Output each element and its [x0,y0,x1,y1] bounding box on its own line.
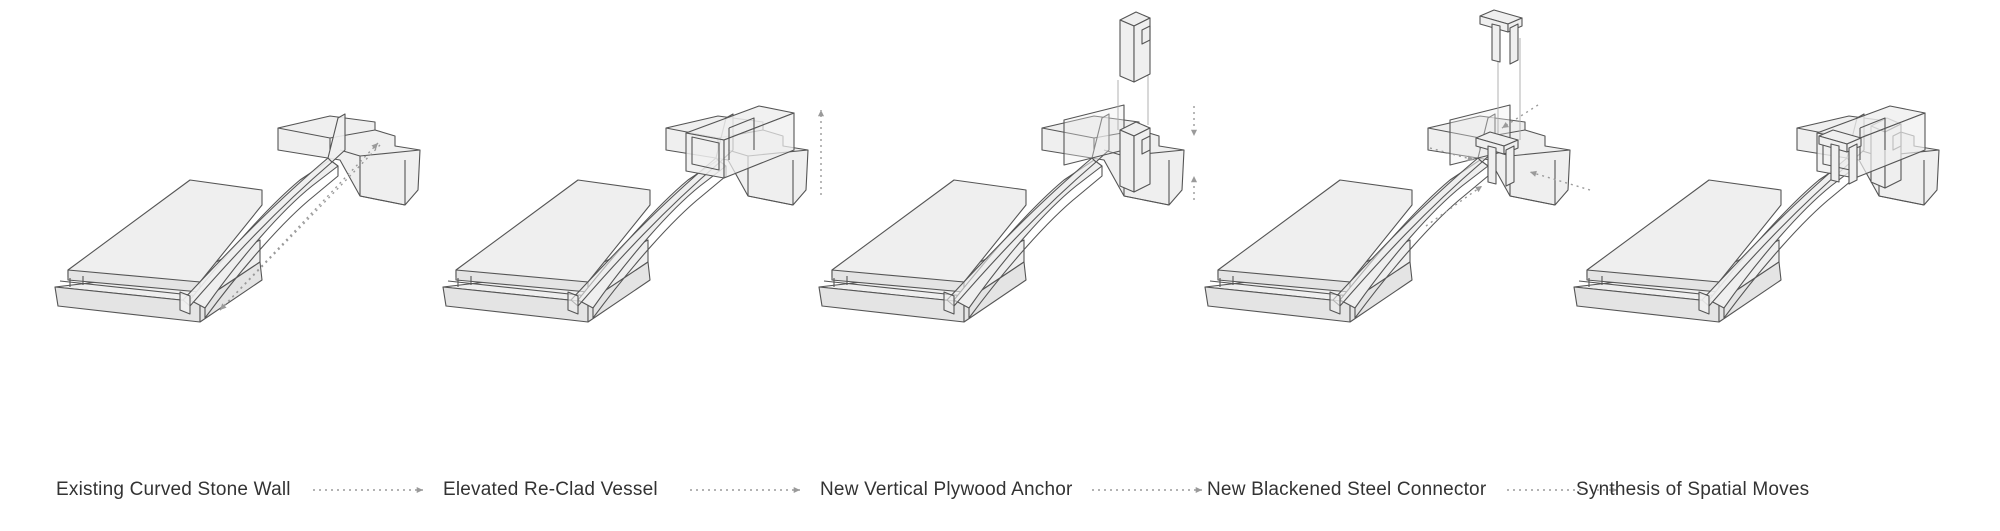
caption-plywood-anchor: New Vertical Plywood Anchor [820,479,1073,500]
drop-arrow-up-head [1190,176,1198,183]
steel-leg-2 [1505,145,1515,187]
plywood-front [1119,19,1135,83]
drop-arrow-down-head [1190,129,1198,136]
converge-arrow-top-line [1501,104,1539,129]
converge-arrow-right-head [1530,170,1537,177]
lower-volume-side [1349,261,1413,323]
plywood-side [1133,17,1151,83]
ledge-ticks [457,276,472,287]
caption-vessel: Elevated Re-Clad Vessel [443,479,658,500]
rear-volume-edges-3 [1509,160,1556,206]
plywood-notch [1141,25,1151,45]
converge-arrow-left-line [1429,147,1475,161]
vessel-interior [728,117,755,160]
lower-volume-side [1718,261,1782,323]
wall-extent-arrow-line [219,144,381,311]
caption-existing-wall: Existing Curved Stone Wall [56,479,291,500]
converge-arrow-right-line [1529,171,1591,191]
stone-wall-tower [1091,113,1110,163]
wall-extent-arrow-rev-head [371,143,378,150]
lower-volume-side [587,261,651,323]
sequence-arrow-3-head [1195,486,1202,494]
converge-arrow-left-head [1467,155,1474,162]
steel-leg-2 [1848,143,1858,185]
wall-extent-arrow-rev-line [219,142,379,311]
rear-volume-edges-3 [1123,160,1170,206]
steel-leg-1 [1491,23,1501,63]
plywood-placed [1119,121,1151,193]
rear-volume-edges-3 [747,160,794,206]
converge-arrow-bottom-head [1475,186,1482,193]
steel-leg-2 [1509,23,1519,65]
panel-steel-connector [1204,9,1591,323]
corridor-edge [204,166,339,319]
steel-leg-1 [1830,143,1840,183]
ledge-ticks [1219,276,1234,287]
ledge-ticks [833,276,848,287]
steel-floating [1479,9,1523,65]
stone-wall-tower [327,113,346,163]
vessel-opening [691,136,720,171]
vessel-side [723,112,795,179]
panel-plywood-anchor [818,11,1198,323]
plywood-floating [1119,11,1151,83]
wall-extent-arrow-head [220,303,227,310]
panel-existing-wall [54,113,421,323]
corridor-edge [1354,166,1489,319]
rear-volume-edges-3 [359,160,406,206]
corridor-edge [1723,166,1858,319]
lower-volume-side [199,261,263,323]
caption-steel-connector: New Blackened Steel Connector [1207,479,1487,500]
corridor-edge [592,166,727,319]
caption-synthesis: Synthesis of Spatial Moves [1576,479,1810,500]
sequence-arrow-4-head [1610,486,1617,494]
ledge-ticks [69,276,84,287]
stone-wall-end [179,291,191,315]
steel-final [1818,129,1862,185]
lower-volume-side [963,261,1027,323]
sequence-arrow-1-head [416,486,423,494]
sequence-arrow-2-head [793,486,800,494]
stone-wall-end [1329,291,1341,315]
lift-arrow-head [817,110,825,117]
panel-synthesis [1573,105,1940,323]
plywood-front [1119,129,1135,193]
plywood-side [1133,127,1151,193]
rear-volume-edges-3 [1878,160,1925,206]
ledge-ticks [1588,276,1603,287]
stone-wall-end [1698,291,1710,315]
corridor-edge [968,166,1103,319]
stone-wall-end [943,291,955,315]
steel-leg-1 [1487,145,1497,185]
vessel-group [685,105,795,179]
steel-placed [1475,131,1519,187]
converge-arrow-top-head [1502,122,1509,128]
stone-wall-end [567,291,579,315]
plywood-notch [1141,135,1151,155]
panel-vessel [442,105,825,323]
